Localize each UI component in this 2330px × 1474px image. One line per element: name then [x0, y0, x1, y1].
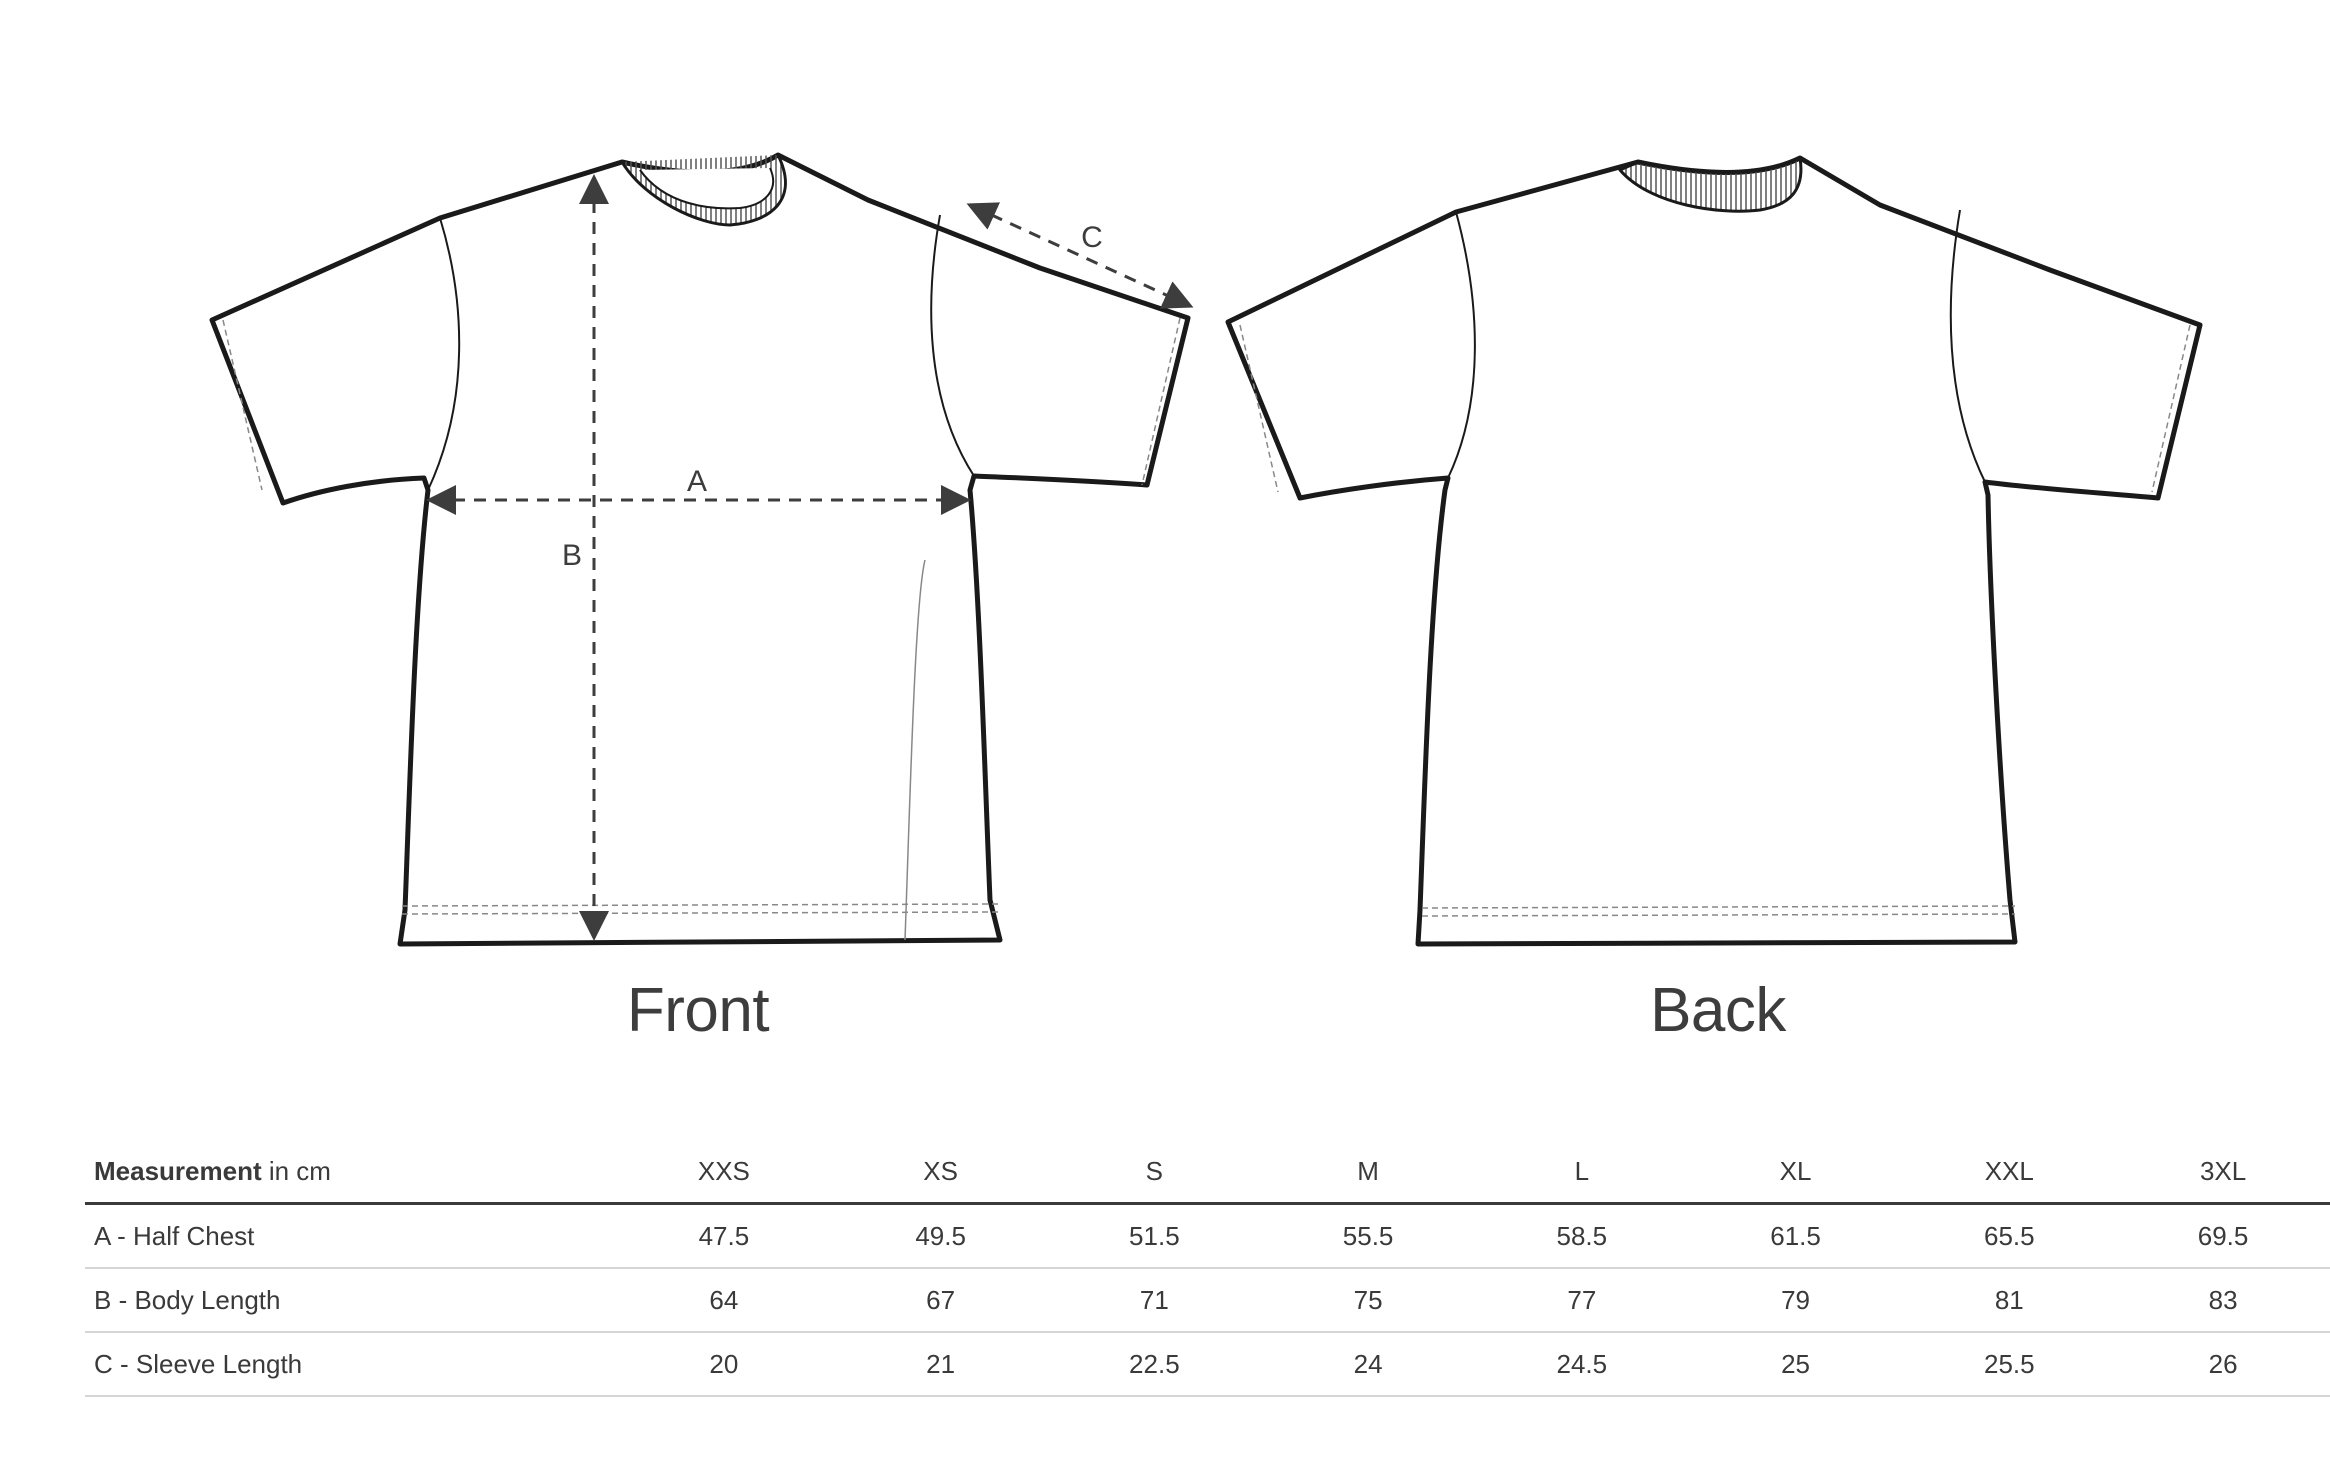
front-label: Front — [626, 976, 770, 1045]
dimension-lines — [426, 174, 1194, 941]
front-tshirt — [209, 152, 1191, 947]
measurement-header: Measurement in cm — [85, 1140, 614, 1204]
back-tshirt — [1225, 155, 2203, 947]
back-label: Back — [1650, 976, 1786, 1045]
table-cell: 20 — [709, 1348, 739, 1379]
tshirt-illustrations — [209, 152, 2203, 947]
table-cell: 75 — [1353, 1284, 1383, 1315]
table-header-row: Measurement in cm XXS XS S M L XL XXL 3X… — [85, 1140, 2330, 1204]
row-label: A - Half Chest — [94, 1220, 255, 1251]
table-cell: 21 — [926, 1348, 956, 1379]
table-cell: 25 — [1781, 1348, 1811, 1379]
measurement-header-unit: in cm — [261, 1155, 331, 1186]
size-header: 3XL — [2199, 1155, 2247, 1186]
table-cell: 67 — [926, 1284, 956, 1315]
table-cell: 65.5 — [1983, 1220, 2035, 1251]
dimension-label-b: B — [561, 539, 583, 572]
table-cell: 69.5 — [2197, 1220, 2249, 1251]
table-row: B - Body Length 64 67 71 75 77 79 81 83 — [85, 1268, 2330, 1332]
table-cell: 22.5 — [1129, 1348, 1180, 1379]
table-cell: 61.5 — [1770, 1220, 1821, 1251]
table-row: C - Sleeve Length 20 21 22.5 24 24.5 25 … — [85, 1332, 2330, 1396]
table-cell: 83 — [2208, 1284, 2238, 1315]
table-cell: 81 — [1994, 1284, 2024, 1315]
dimension-label-a: A — [686, 465, 708, 498]
table-cell: 58.5 — [1556, 1220, 1608, 1251]
table-cell: 71 — [1139, 1284, 1169, 1315]
table-cell: 51.5 — [1129, 1220, 1180, 1251]
table-cell: 79 — [1781, 1284, 1811, 1315]
table-cell: 49.5 — [915, 1220, 966, 1251]
table-cell: 24 — [1353, 1348, 1383, 1379]
table-cell: 26 — [2208, 1348, 2238, 1379]
table-row: A - Half Chest 47.5 49.5 51.5 55.5 58.5 … — [85, 1204, 2330, 1268]
size-header: XL — [1779, 1155, 1812, 1186]
table-cell: 25.5 — [1983, 1348, 2035, 1379]
table-cell: 47.5 — [698, 1220, 750, 1251]
table-cell: 77 — [1567, 1284, 1597, 1315]
row-label: C - Sleeve Length — [94, 1348, 303, 1379]
size-chart-table: Measurement in cm XXS XS S M L XL XXL 3X… — [85, 1140, 2330, 1397]
table-cell: 55.5 — [1342, 1220, 1394, 1251]
size-header: L — [1574, 1155, 1590, 1186]
size-header: XS — [923, 1155, 958, 1186]
measurement-header-bold: Measurement — [94, 1155, 262, 1186]
size-header: XXL — [1984, 1155, 2034, 1186]
tshirt-diagram: A B C Front Back — [209, 152, 2203, 1045]
size-header: S — [1145, 1155, 1164, 1186]
table-cell: 24.5 — [1556, 1348, 1608, 1379]
size-header: M — [1357, 1155, 1379, 1186]
row-label: B - Body Length — [94, 1284, 281, 1315]
size-header: XXS — [697, 1155, 750, 1186]
dimension-label-c: C — [1081, 221, 1103, 254]
table-cell: 64 — [709, 1284, 739, 1315]
